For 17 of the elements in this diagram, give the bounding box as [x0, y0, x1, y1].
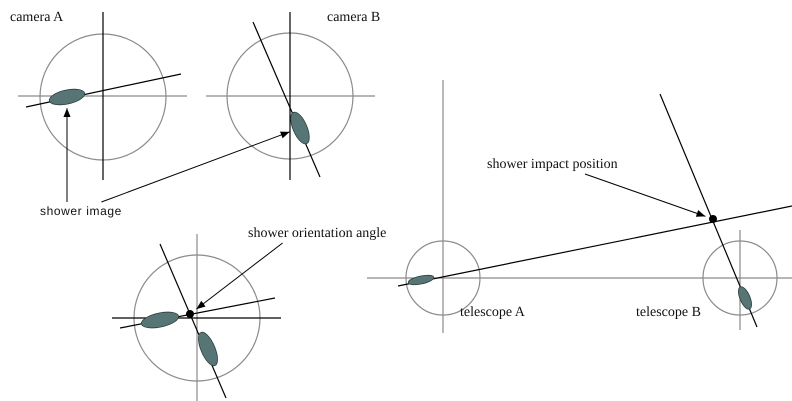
- shower-ellipse: [140, 312, 180, 328]
- impact-point-dot: [709, 215, 717, 223]
- caption-label: telescope A: [460, 305, 525, 321]
- shower-ellipse: [198, 332, 218, 366]
- arrow: [584, 174, 706, 217]
- intersection-dot: [186, 310, 194, 318]
- caption-label: camera B: [327, 10, 380, 26]
- caption-label: camera A: [10, 10, 64, 26]
- annotation-text: shower orientation angle: [248, 226, 386, 242]
- caption-label: telescope B: [636, 305, 701, 321]
- annotation-text: shower impact position: [487, 157, 618, 173]
- shower-ellipse: [290, 112, 310, 144]
- annotation-text: shower image: [40, 203, 122, 219]
- arrow: [100, 131, 290, 202]
- arrow: [63, 108, 71, 202]
- shower-ellipse: [48, 88, 86, 106]
- arrow: [196, 242, 284, 310]
